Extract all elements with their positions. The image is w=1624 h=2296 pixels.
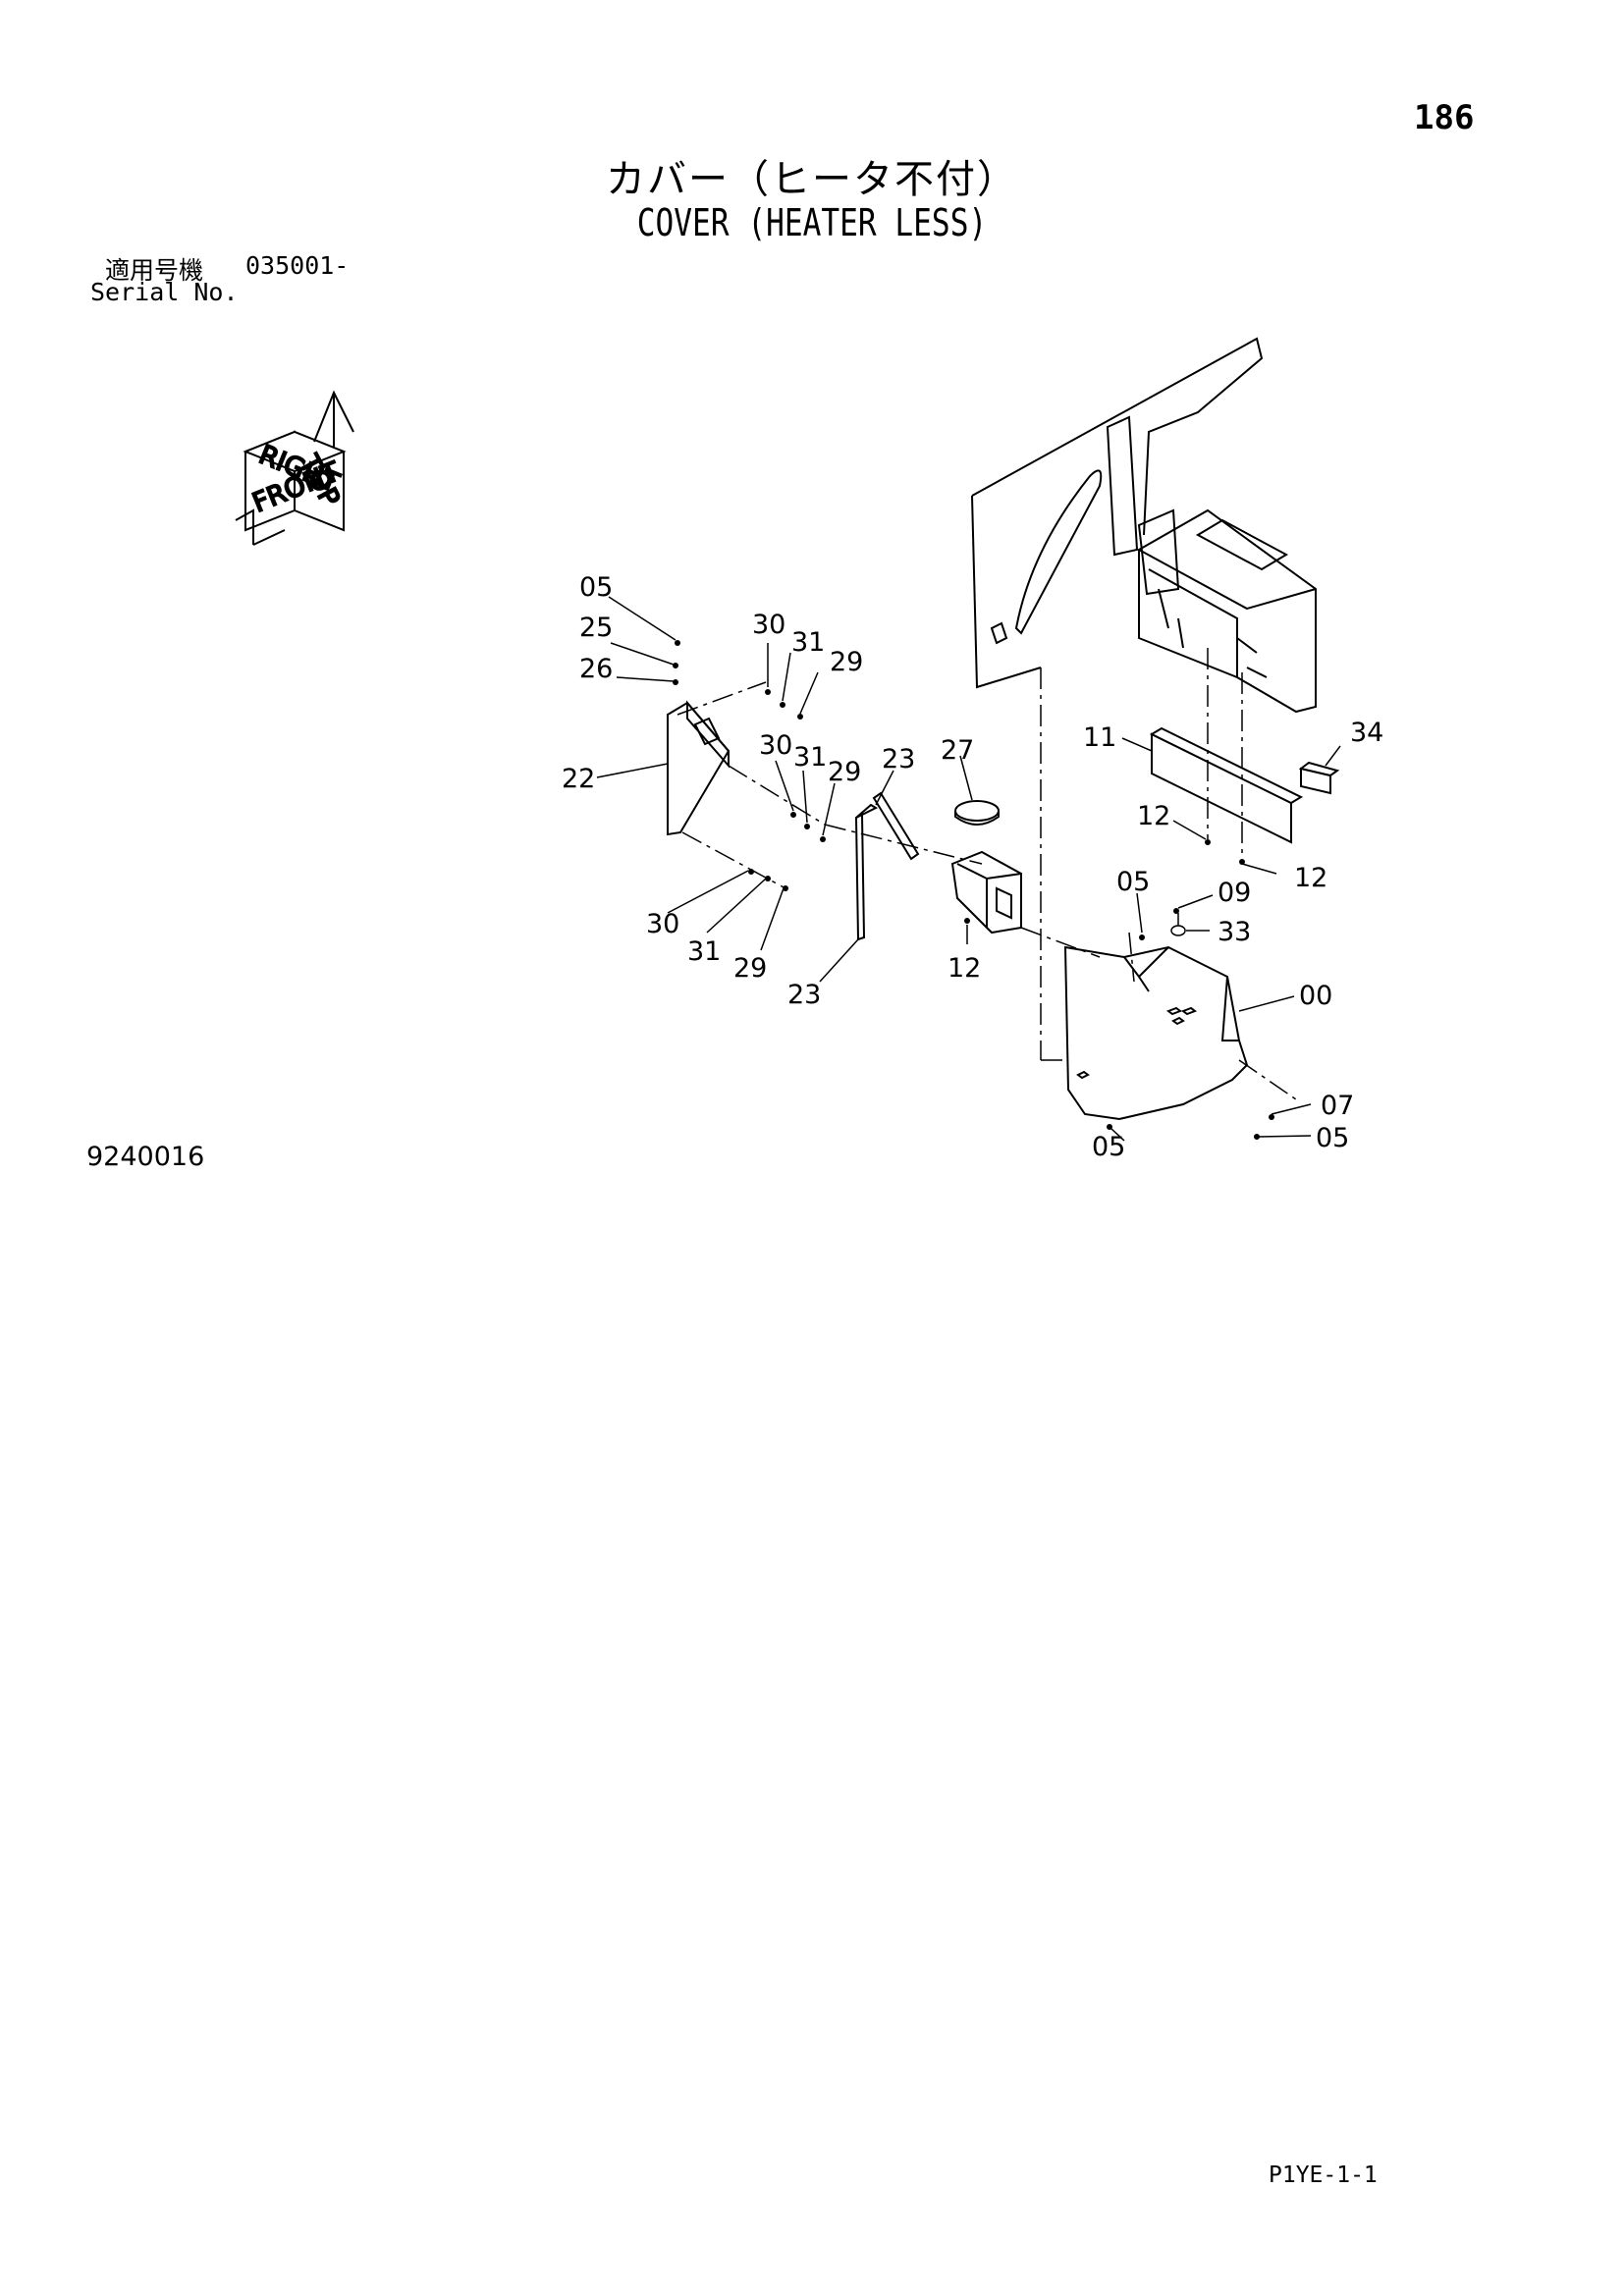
part-27-plug (954, 800, 1000, 826)
rear-console (990, 508, 1317, 714)
title-english: COVER (HEATER LESS) (636, 201, 988, 244)
callout-31-b: 31 (793, 742, 827, 773)
part-11-strip (1149, 726, 1304, 844)
callout-23-top: 23 (882, 744, 915, 774)
callout-05-mid: 05 (1116, 867, 1150, 897)
part-00-cover (1063, 945, 1249, 1121)
orientation-cube: TOP RIGHT FRONT (235, 390, 354, 546)
callout-25: 25 (579, 613, 613, 643)
serial-label-english: Serial No. (90, 278, 239, 306)
callout-00: 00 (1299, 981, 1332, 1011)
hardware-dots (673, 640, 1274, 1140)
callout-11: 11 (1083, 722, 1116, 753)
switch-housing (950, 850, 1022, 934)
callout-23-bottom: 23 (787, 980, 821, 1010)
callout-30-b: 30 (759, 730, 792, 761)
callout-05-bottom: 05 (1092, 1132, 1125, 1162)
title-japanese: カバー（ヒータ不付） (606, 157, 1018, 202)
callout-05-right: 05 (1316, 1123, 1349, 1153)
callout-31-a: 31 (791, 627, 825, 658)
part-22-bracket (667, 700, 731, 836)
part-23-rod-left (854, 803, 879, 941)
cab-panel (971, 337, 1264, 689)
serial-label-japanese: 適用号機 (105, 256, 204, 285)
callout-12-c: 12 (1294, 863, 1327, 893)
callout-33: 33 (1218, 917, 1251, 947)
part-34-cap (1298, 761, 1340, 795)
callout-12-a: 12 (1137, 801, 1170, 831)
page-number: 186 (1414, 98, 1475, 137)
callout-31-c: 31 (687, 936, 721, 967)
callout-05-top: 05 (579, 572, 613, 603)
serial-number: 035001- (245, 251, 350, 280)
callout-27: 27 (941, 735, 974, 766)
callout-30-c: 30 (646, 909, 679, 939)
callout-26: 26 (579, 654, 613, 684)
page-code: P1YE-1-1 (1269, 2163, 1378, 2188)
callout-29-b: 29 (828, 757, 861, 787)
alignment-lines (677, 648, 1297, 1100)
figure-code: 9240016 (86, 1142, 205, 1172)
callout-29-c: 29 (733, 953, 767, 984)
callout-07: 07 (1321, 1091, 1354, 1121)
part-23-rod-right (872, 791, 920, 861)
callout-30-a: 30 (752, 610, 785, 640)
callout-labels: 05 25 26 30 31 29 22 30 31 29 23 27 11 3… (562, 572, 1383, 1162)
callout-29-a: 29 (830, 647, 863, 677)
leader-lines (596, 596, 1341, 1142)
callout-12-b: 12 (947, 953, 981, 984)
callout-09: 09 (1218, 878, 1251, 908)
callout-22: 22 (562, 764, 595, 794)
callout-34: 34 (1350, 718, 1383, 748)
